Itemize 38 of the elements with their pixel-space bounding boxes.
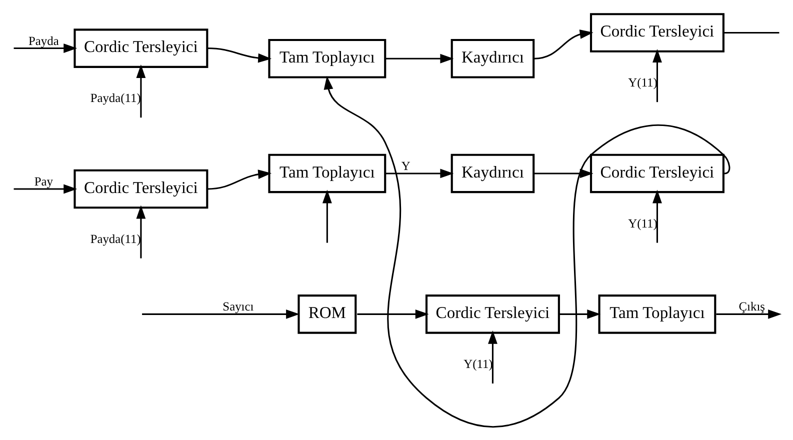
arrow: [142, 308, 300, 318]
edge-label: Pay: [34, 174, 53, 188]
node-box: Tam Toplayıcı: [598, 294, 716, 334]
edge-label: Payda: [28, 33, 59, 48]
arrow: [716, 308, 782, 318]
arrow: [357, 308, 429, 318]
arrow: [534, 29, 594, 59]
arrow: [14, 184, 78, 194]
node-box: Cordic Tersleyici: [590, 153, 724, 193]
arrow: [488, 330, 498, 383]
edge-label: Y(11): [464, 356, 493, 371]
arrow: [652, 189, 662, 242]
arrow: [558, 308, 601, 318]
connector: [723, 31, 780, 34]
edge-label: Y(11): [628, 216, 658, 230]
edge-label: Y: [401, 158, 410, 172]
node-box: Kaydırıcı: [450, 38, 535, 78]
edge-label: Sayıcı: [222, 299, 254, 314]
node-box: Kaydırıcı: [450, 153, 535, 193]
node-box: ROM: [298, 294, 357, 334]
arrow: [534, 168, 594, 178]
arrow: [385, 53, 454, 63]
arrow: [207, 47, 272, 62]
edge-label: Y(11): [628, 75, 658, 90]
arrow: [322, 189, 332, 242]
arrow: [14, 43, 78, 52]
edge-label: Çıkış: [738, 299, 765, 314]
node-box: Cordic Tersleyici: [74, 28, 208, 68]
node-box: Tam Toplayıcı: [268, 38, 386, 78]
arrow: [136, 64, 146, 118]
arrow: [385, 168, 454, 178]
arrow: [207, 169, 272, 190]
node-box: Cordic Tersleyici: [74, 168, 208, 208]
arrow: [652, 48, 662, 102]
arrow: [136, 204, 146, 258]
node-box: Tam Toplayıcı: [268, 153, 386, 193]
node-box: Cordic Tersleyici: [590, 12, 724, 52]
node-box: Cordic Tersleyici: [425, 294, 560, 334]
